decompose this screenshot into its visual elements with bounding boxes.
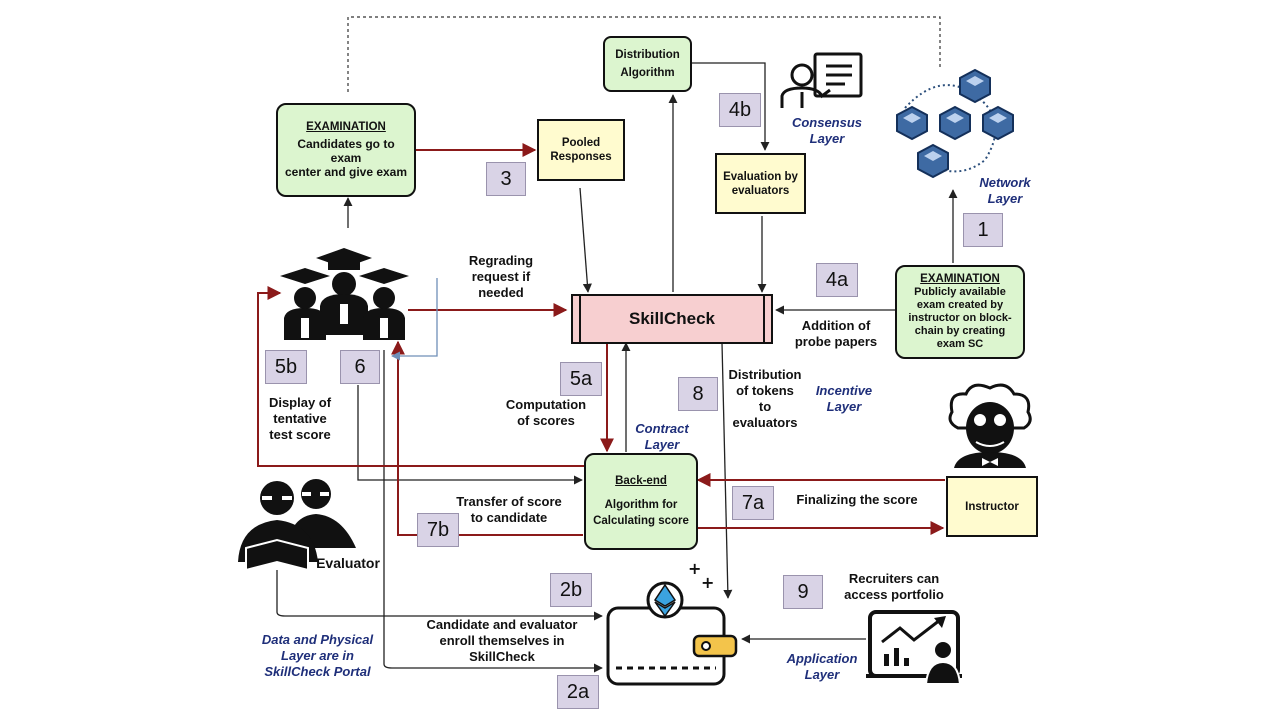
regrading-arrow: [391, 278, 438, 361]
incentive-layer-label: Incentive Layer: [815, 383, 873, 414]
data-physical-layer-label: Data and Physical Layer are in SkillChec…: [261, 632, 374, 679]
step-5b: 5b: [265, 350, 307, 384]
step-8: 8: [678, 377, 718, 411]
dotted-connector: [347, 16, 941, 92]
instructor-scientist-icon: [948, 383, 1032, 468]
consensus-presenter-icon: [780, 52, 863, 108]
step-5a: 5a: [560, 362, 602, 396]
instructor-text: Instructor: [965, 500, 1019, 513]
enroll-label: Candidate and evaluator enroll themselve…: [426, 617, 578, 664]
distribution-algorithm-box: Distribution Algorithm: [603, 36, 692, 92]
backend-heading: Back-end: [615, 474, 667, 487]
distribution-tokens-label: Distribution of tokens to evaluators: [728, 367, 802, 430]
step-2a: 2a: [557, 675, 599, 709]
examination-right-heading: EXAMINATION: [920, 273, 1000, 285]
step-9: 9: [783, 575, 823, 609]
pooled-responses-text: Pooled Responses: [550, 137, 612, 163]
step-4a: 4a: [816, 263, 858, 297]
pooled-responses-box: Pooled Responses: [537, 119, 625, 181]
skillcheck-label: SkillCheck: [629, 309, 715, 328]
network-layer-label: Network Layer: [979, 175, 1031, 206]
recruiters-label: Recruiters can access portfolio: [844, 571, 944, 602]
backend-text: Algorithm for Calculating score: [593, 498, 689, 527]
addition-label: Addition of probe papers: [794, 318, 878, 349]
regrading-label: Regrading request if needed: [468, 253, 534, 300]
step-4b: 4b: [719, 93, 761, 127]
svg-text:+: +: [688, 559, 701, 578]
finalizing-label: Finalizing the score: [796, 492, 918, 507]
computation-label: Computation of scores: [505, 397, 587, 428]
examination-right-box: EXAMINATION Publicly available exam crea…: [895, 265, 1025, 359]
black-arrows: [276, 62, 958, 673]
step-7a: 7a: [732, 486, 774, 520]
distribution-algorithm-text: Distribution Algorithm: [615, 49, 680, 79]
application-layer-label: Application Layer: [786, 651, 858, 682]
transfer-label: Transfer of score to candidate: [456, 494, 562, 525]
skillcheck-box: SkillCheck: [571, 294, 773, 344]
display-label: Display of tentative test score: [268, 395, 332, 442]
step-7b: 7b: [417, 513, 459, 547]
evaluators-reading-icon: [238, 479, 356, 572]
step-1: 1: [963, 213, 1003, 247]
analytics-person-icon: [866, 610, 962, 685]
ethereum-wallet-icon: + +: [606, 559, 738, 686]
backend-box: Back-end Algorithm for Calculating score: [584, 453, 698, 550]
consensus-layer-label: Consensus Layer: [791, 115, 863, 146]
examination-left-heading: EXAMINATION: [306, 121, 386, 133]
step-3: 3: [486, 162, 526, 196]
contract-layer-label: Contract Layer: [635, 421, 689, 452]
instructor-box: Instructor: [946, 476, 1038, 537]
examination-right-text: Publicly available exam created by instr…: [908, 286, 1012, 350]
step-6: 6: [340, 350, 380, 384]
blockchain-network-icon: [896, 68, 1014, 179]
evaluator-label: Evaluator: [316, 555, 380, 571]
examination-left-text: Candidates go to exam center and give ex…: [284, 137, 408, 179]
evaluation-text: Evaluation by evaluators: [723, 170, 798, 197]
red-arrows: [257, 143, 945, 536]
graduates-icon: [280, 248, 409, 340]
examination-left-box: EXAMINATION Candidates go to exam center…: [276, 103, 416, 197]
evaluation-box: Evaluation by evaluators: [715, 153, 806, 214]
svg-text:+: +: [701, 573, 714, 592]
step-2b: 2b: [550, 573, 592, 607]
